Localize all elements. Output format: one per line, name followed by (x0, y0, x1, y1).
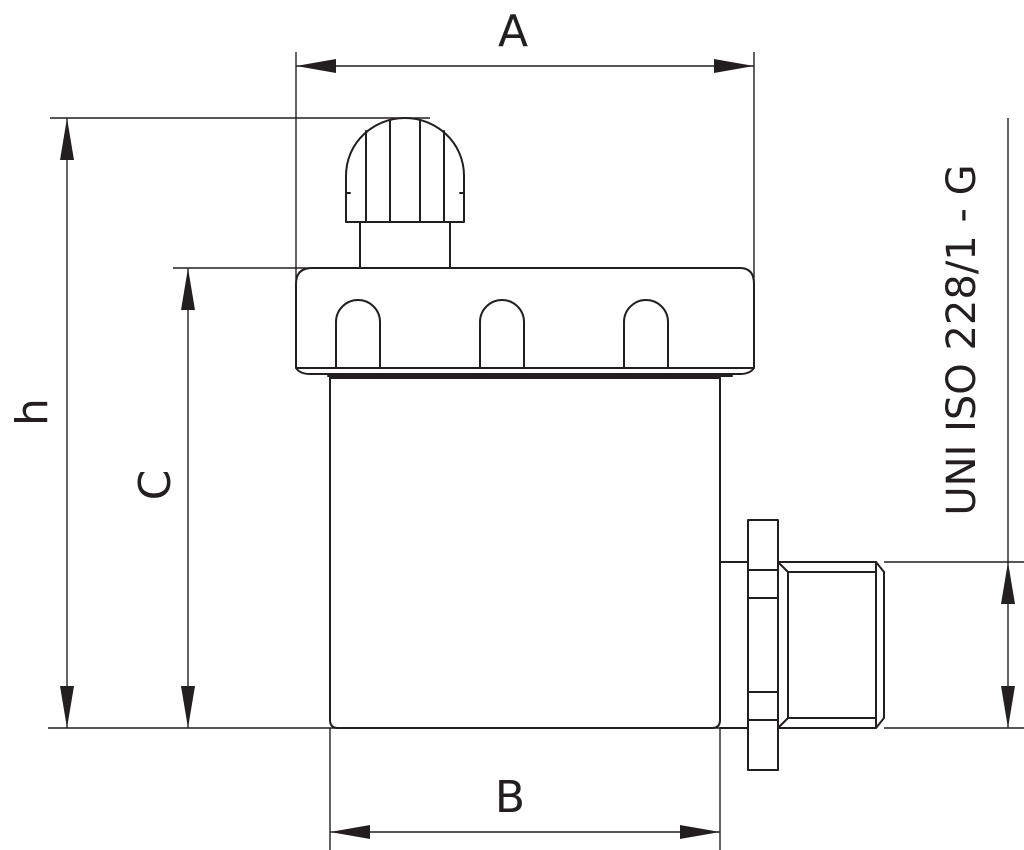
extension-lines (48, 52, 1024, 850)
dimension-label-b: B (495, 772, 525, 823)
arrowhead-right (680, 825, 720, 839)
arrowhead-right (714, 59, 754, 73)
dimension-c: C (130, 268, 195, 728)
dimension-h: h (7, 118, 74, 728)
arrowhead-bottom (60, 686, 74, 728)
dimension-thread: UNI ISO 228/1 - G (939, 118, 1015, 728)
dimension-label-h: h (7, 398, 58, 426)
valve-stem (359, 221, 451, 269)
arrowhead-bottom (1001, 686, 1015, 728)
valve-cap (345, 117, 465, 223)
arrowhead-left (330, 825, 370, 839)
dimension-label-c: C (130, 470, 181, 501)
arrowhead-top (60, 118, 74, 160)
hex-nut (719, 519, 779, 771)
valve-body (329, 377, 721, 729)
dimension-b: B (330, 772, 720, 839)
arrowhead-top (1001, 562, 1015, 604)
arrowhead-left (296, 59, 336, 73)
threaded-connection (777, 561, 885, 729)
arrowhead-bottom (181, 686, 195, 728)
dimension-label-a: A (498, 6, 528, 57)
arrowhead-top (181, 268, 195, 310)
thread-standard-label: UNI ISO 228/1 - G (939, 164, 985, 515)
ring-nut (295, 267, 755, 379)
dimension-a: A (296, 6, 754, 73)
